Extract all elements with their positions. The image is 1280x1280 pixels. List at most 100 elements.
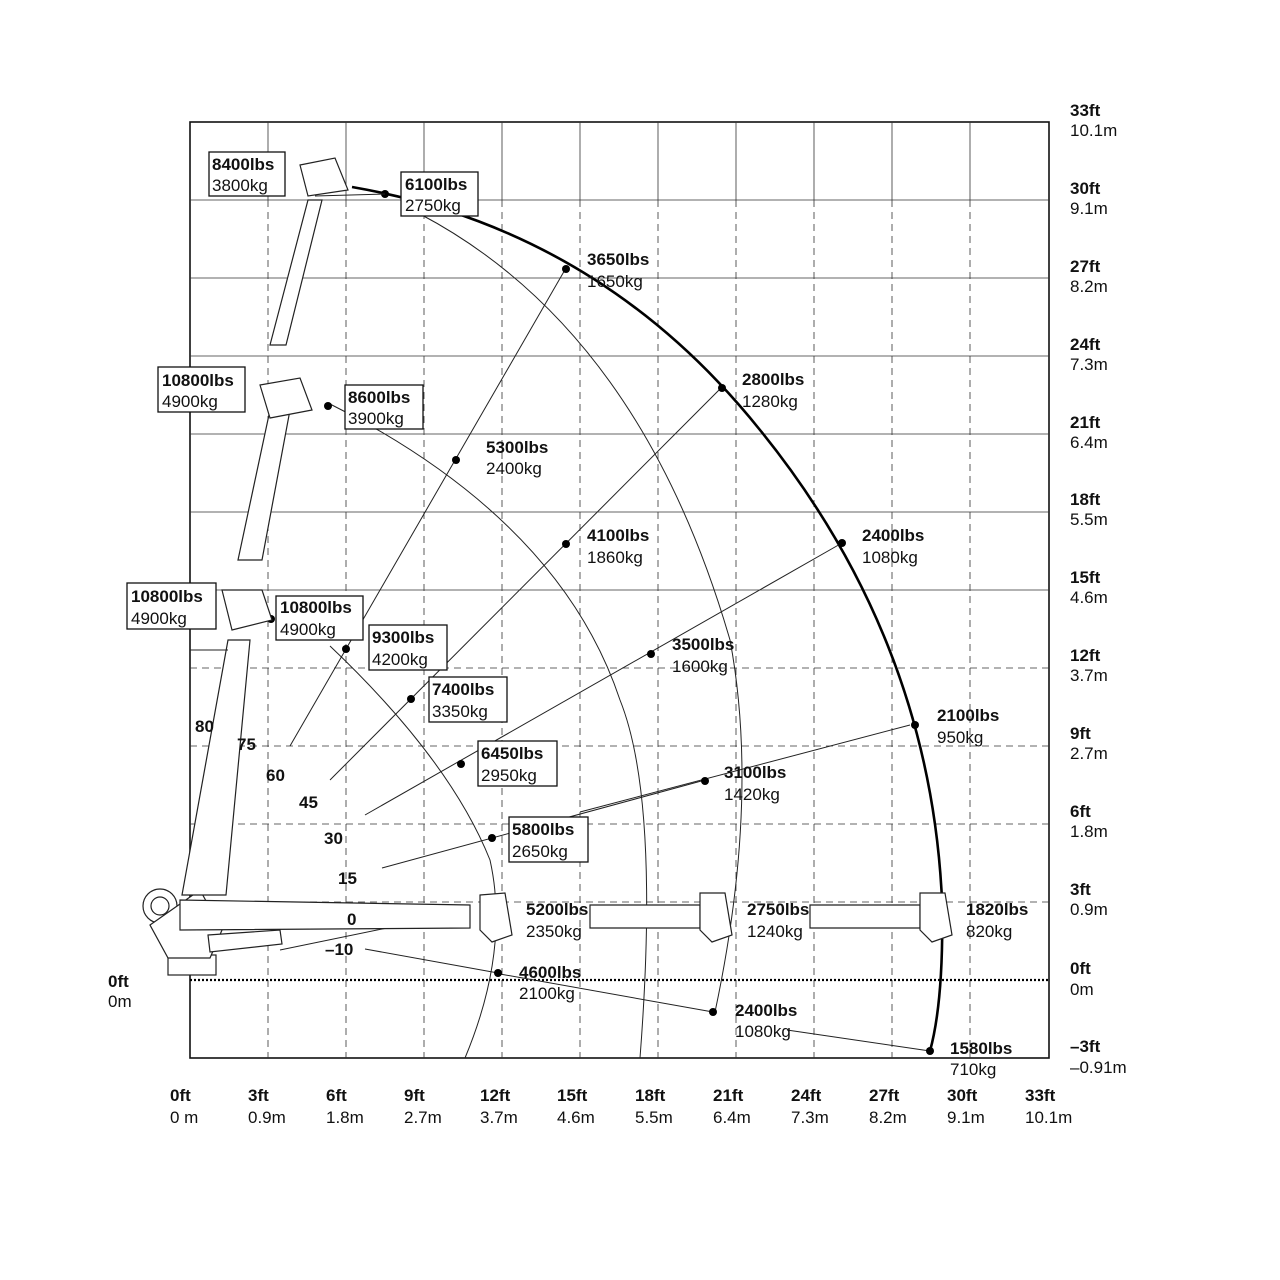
- load-v-kg: 2100kg: [519, 984, 575, 1003]
- load-g-lbs: 5300lbs: [486, 438, 548, 457]
- ground-label-ft: 0ft: [108, 972, 129, 991]
- boom-extension-0b: [809, 904, 921, 929]
- y-tick-ft: 30ft: [1070, 179, 1101, 198]
- y-tick-ft: 15ft: [1070, 568, 1101, 587]
- x-tick-ft: 15ft: [557, 1086, 588, 1105]
- y-tick-ft: 24ft: [1070, 335, 1101, 354]
- load-u-lbs: 1820lbs: [966, 900, 1028, 919]
- load-i-lbs: 2400lbs: [862, 526, 924, 545]
- load-p-kg: 2950kg: [481, 766, 537, 785]
- y-tick-ft: –3ft: [1070, 1037, 1101, 1056]
- x-tick-m: 6.4m: [713, 1108, 751, 1127]
- x-tick-m: 7.3m: [791, 1108, 829, 1127]
- boom-tip-0: [479, 892, 513, 943]
- boom-horizontal-0: [179, 899, 471, 931]
- lift-point: [488, 834, 496, 842]
- boom-tip-0a: [699, 892, 733, 943]
- arc-outer-max-reach: [351, 185, 944, 1052]
- y-tick-m: –0.91m: [1070, 1058, 1127, 1077]
- load-m-kg: 1600kg: [672, 657, 728, 676]
- crane-illustration: [142, 157, 953, 976]
- x-tick-m: 1.8m: [326, 1108, 364, 1127]
- label-boxes: [126, 151, 589, 863]
- y-tick-ft: 33ft: [1070, 101, 1101, 120]
- x-tick-ft: 3ft: [248, 1086, 269, 1105]
- load-a-kg: 3800kg: [212, 176, 268, 195]
- x-tick-ft: 9ft: [404, 1086, 425, 1105]
- load-w-kg: 1080kg: [735, 1022, 791, 1041]
- ground-level-label: 0ft 0m: [108, 972, 132, 1011]
- arc-middle: [329, 403, 648, 1059]
- y-tick-m: 8.2m: [1070, 277, 1108, 296]
- load-u-kg: 820kg: [966, 922, 1012, 941]
- lift-point: [452, 456, 460, 464]
- y-tick-m: 2.7m: [1070, 744, 1108, 763]
- ground-label-m: 0m: [108, 992, 132, 1011]
- lift-point: [838, 539, 846, 547]
- load-r-lbs: 5800lbs: [512, 820, 574, 839]
- arc-second: [419, 213, 743, 1013]
- load-j-lbs: 10800lbs: [131, 587, 203, 606]
- x-tick-ft: 30ft: [947, 1086, 978, 1105]
- load-f-kg: 3900kg: [348, 409, 404, 428]
- load-b-lbs: 6100lbs: [405, 175, 467, 194]
- load-o-kg: 950kg: [937, 728, 983, 747]
- y-tick-m: 4.6m: [1070, 588, 1108, 607]
- lift-point: [494, 969, 502, 977]
- x-tick-ft: 24ft: [791, 1086, 822, 1105]
- arc-inner: [329, 645, 497, 1059]
- x-tick-m: 0.9m: [248, 1108, 286, 1127]
- load-e-lbs: 10800lbs: [162, 371, 234, 390]
- load-m-lbs: 3500lbs: [672, 635, 734, 654]
- y-tick-ft: 3ft: [1070, 880, 1091, 899]
- boom-upper-section: [237, 409, 291, 561]
- boom-tip-mid: [259, 377, 313, 419]
- y-tick-m: 3.7m: [1070, 666, 1108, 685]
- load-h-lbs: 4100lbs: [587, 526, 649, 545]
- load-d-kg: 1280kg: [742, 392, 798, 411]
- lift-point: [324, 402, 332, 410]
- x-tick-m: 9.1m: [947, 1108, 985, 1127]
- x-tick-ft: 12ft: [480, 1086, 511, 1105]
- load-l-lbs: 9300lbs: [372, 628, 434, 647]
- load-t-kg: 1240kg: [747, 922, 803, 941]
- lift-point: [718, 384, 726, 392]
- y-tick-ft: 0ft: [1070, 959, 1091, 978]
- boom-tip-top: [299, 157, 349, 197]
- load-d-lbs: 2800lbs: [742, 370, 804, 389]
- x-tick-ft: 18ft: [635, 1086, 666, 1105]
- y-tick-m: 1.8m: [1070, 822, 1108, 841]
- boom-angle-labels: 80 75 60 45 30 15 0 –10: [195, 717, 357, 959]
- load-r-kg: 2650kg: [512, 842, 568, 861]
- load-s-kg: 2350kg: [526, 922, 582, 941]
- load-labels: 8400lbs 3800kg 6100lbs 2750kg 3650lbs 16…: [131, 155, 1028, 1079]
- y-tick-ft: 12ft: [1070, 646, 1101, 665]
- y-tick-m: 6.4m: [1070, 433, 1108, 452]
- y-tick-m: 7.3m: [1070, 355, 1108, 374]
- x-tick-m: 4.6m: [557, 1108, 595, 1127]
- x-tick-m: 8.2m: [869, 1108, 907, 1127]
- y-tick-m: 5.5m: [1070, 510, 1108, 529]
- x-tick-ft: 27ft: [869, 1086, 900, 1105]
- angle-label-0: 0: [347, 910, 356, 929]
- y-tick-ft: 18ft: [1070, 490, 1101, 509]
- boom-top-section: [269, 199, 323, 346]
- x-tick-m: 10.1m: [1025, 1108, 1072, 1127]
- load-n-kg: 3350kg: [432, 702, 488, 721]
- y-tick-ft: 21ft: [1070, 413, 1101, 432]
- y-tick-m: 10.1m: [1070, 121, 1117, 140]
- load-p-lbs: 6450lbs: [481, 744, 543, 763]
- lift-point: [407, 695, 415, 703]
- lift-point: [911, 721, 919, 729]
- load-o-lbs: 2100lbs: [937, 706, 999, 725]
- angle-label-minus-10: –10: [325, 940, 353, 959]
- y-tick-m: 0m: [1070, 980, 1094, 999]
- x-tick-ft: 0ft: [170, 1086, 191, 1105]
- boom-extension-0a: [589, 904, 701, 929]
- angle-label-75: 75: [237, 735, 256, 754]
- load-t-lbs: 2750lbs: [747, 900, 809, 919]
- load-i-kg: 1080kg: [862, 548, 918, 567]
- y-tick-ft: 27ft: [1070, 257, 1101, 276]
